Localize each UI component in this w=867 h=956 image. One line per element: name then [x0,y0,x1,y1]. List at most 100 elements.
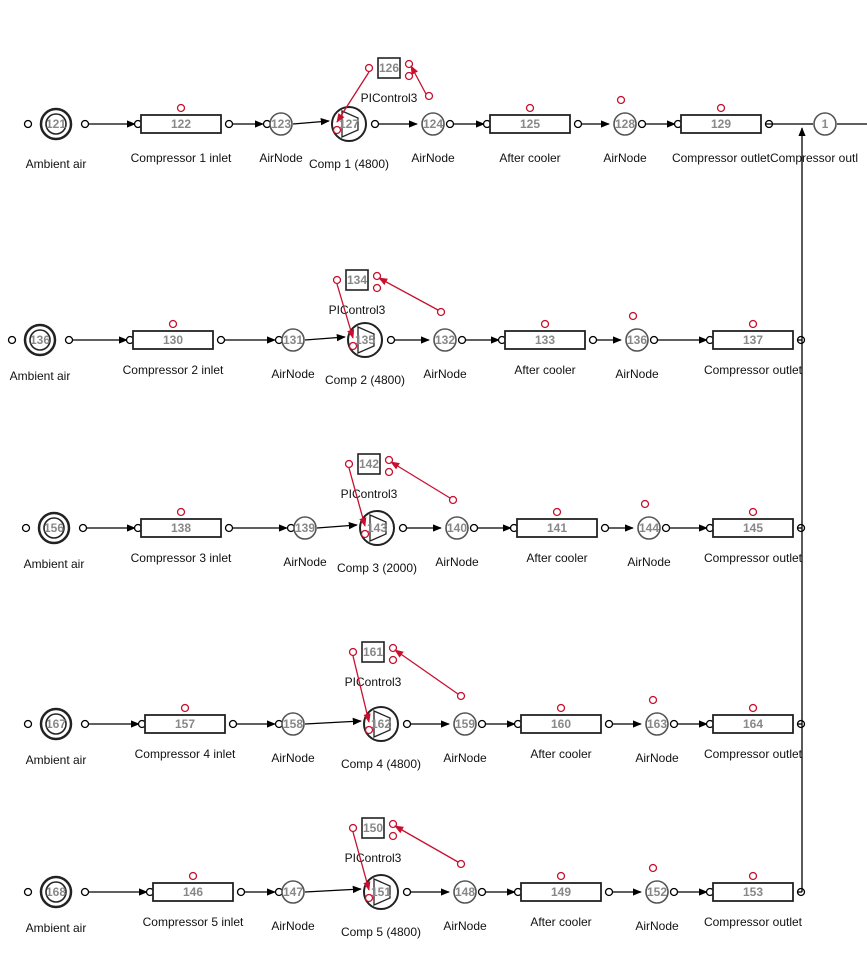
air-node-c[interactable] [645,712,669,736]
cooler-sensor-port[interactable] [556,871,566,881]
compressor-outlet-pipe[interactable] [712,882,794,902]
nodeB-sensor-port[interactable] [448,495,458,505]
pi-controller[interactable] [361,817,385,839]
source-port[interactable] [23,719,33,729]
nodeC-out-port[interactable] [669,719,679,729]
controller-setpoint-port[interactable] [372,283,382,293]
compressor-outlet-pipe[interactable] [712,518,794,538]
outlet-sensor-port[interactable] [748,507,758,517]
inlet-sensor-port[interactable] [168,319,178,329]
cooler-out-port[interactable] [604,719,614,729]
inlet-out-port[interactable] [216,335,226,345]
air-node-a[interactable] [293,516,317,540]
controller-out-port[interactable] [332,275,342,285]
air-node-a[interactable] [269,112,293,136]
nodeB-out-port[interactable] [477,887,487,897]
pi-controller[interactable] [361,641,385,663]
nodeB-out-port[interactable] [477,719,487,729]
cooler-sensor-port[interactable] [556,703,566,713]
inlet-pipe[interactable] [144,714,226,734]
air-node-c[interactable] [613,112,637,136]
nodeC-sensor-port[interactable] [640,499,650,509]
controller-out-port[interactable] [364,63,374,73]
nodeB-sensor-port[interactable] [424,91,434,101]
controller-out-port[interactable] [348,823,358,833]
comp-out-port[interactable] [398,523,408,533]
air-node-c[interactable] [645,880,669,904]
nodeB-sensor-port[interactable] [436,307,446,317]
inlet-pipe[interactable] [140,114,222,134]
controller-setpoint-port[interactable] [388,655,398,665]
source-port[interactable] [21,523,31,533]
outlet-sensor-port[interactable] [748,319,758,329]
compressor[interactable] [363,706,399,742]
compressor[interactable] [347,322,383,358]
outlet-sensor-port[interactable] [748,871,758,881]
air-node-a[interactable] [281,880,305,904]
cooler-out-port[interactable] [573,119,583,129]
inlet-pipe[interactable] [140,518,222,538]
compressor[interactable] [359,510,395,546]
comp-out-port[interactable] [386,335,396,345]
outlet-sensor-port[interactable] [716,103,726,113]
controller-out-port[interactable] [344,459,354,469]
nodeC-sensor-port[interactable] [648,863,658,873]
source-out-port[interactable] [78,523,88,533]
nodeC-out-port[interactable] [661,523,671,533]
air-node-a[interactable] [281,712,305,736]
compressor-control-port[interactable] [364,725,374,735]
compressor-control-port[interactable] [360,529,370,539]
outlet-sensor-port[interactable] [748,703,758,713]
controller-setpoint-port[interactable] [404,71,414,81]
nodeC-out-port[interactable] [637,119,647,129]
source-out-port[interactable] [80,719,90,729]
nodeC-sensor-port[interactable] [628,311,638,321]
inlet-pipe[interactable] [152,882,234,902]
air-node-c[interactable] [637,516,661,540]
cooler-out-port[interactable] [604,887,614,897]
nodeC-sensor-port[interactable] [648,695,658,705]
comp-out-port[interactable] [402,887,412,897]
nodeC-out-port[interactable] [669,887,679,897]
inlet-sensor-port[interactable] [188,871,198,881]
air-node-b[interactable] [433,328,457,352]
inlet-out-port[interactable] [224,523,234,533]
inlet-sensor-port[interactable] [176,507,186,517]
after-cooler[interactable] [504,330,586,350]
inlet-sensor-port[interactable] [180,703,190,713]
source-out-port[interactable] [80,887,90,897]
cooler-sensor-port[interactable] [552,507,562,517]
nodeB-out-port[interactable] [457,335,467,345]
nodeB-sensor-port[interactable] [456,691,466,701]
air-node-b[interactable] [453,880,477,904]
compressor-control-port[interactable] [364,893,374,903]
air-node-a[interactable] [281,328,305,352]
pi-controller[interactable] [357,453,381,475]
compressor-outlet-pipe[interactable] [680,114,762,134]
compressor-control-port[interactable] [332,125,342,135]
controller-setpoint-port[interactable] [388,831,398,841]
inlet-out-port[interactable] [228,719,238,729]
cooler-sensor-port[interactable] [540,319,550,329]
nodeB-sensor-port[interactable] [456,859,466,869]
comp-out-port[interactable] [370,119,380,129]
compressor-outlet-pipe[interactable] [712,330,794,350]
source-out-port[interactable] [64,335,74,345]
source-port[interactable] [23,887,33,897]
pi-controller[interactable] [377,57,401,79]
controller-setpoint-port[interactable] [384,467,394,477]
after-cooler[interactable] [516,518,598,538]
nodeC-sensor-port[interactable] [616,95,626,105]
inlet-out-port[interactable] [236,887,246,897]
cooler-out-port[interactable] [600,523,610,533]
cooler-sensor-port[interactable] [525,103,535,113]
nodeB-out-port[interactable] [445,119,455,129]
air-node-c[interactable] [625,328,649,352]
nodeB-out-port[interactable] [469,523,479,533]
air-node-b[interactable] [421,112,445,136]
compressor-control-port[interactable] [348,341,358,351]
header-node[interactable] [813,112,837,136]
cooler-out-port[interactable] [588,335,598,345]
after-cooler[interactable] [489,114,571,134]
controller-out-port[interactable] [348,647,358,657]
